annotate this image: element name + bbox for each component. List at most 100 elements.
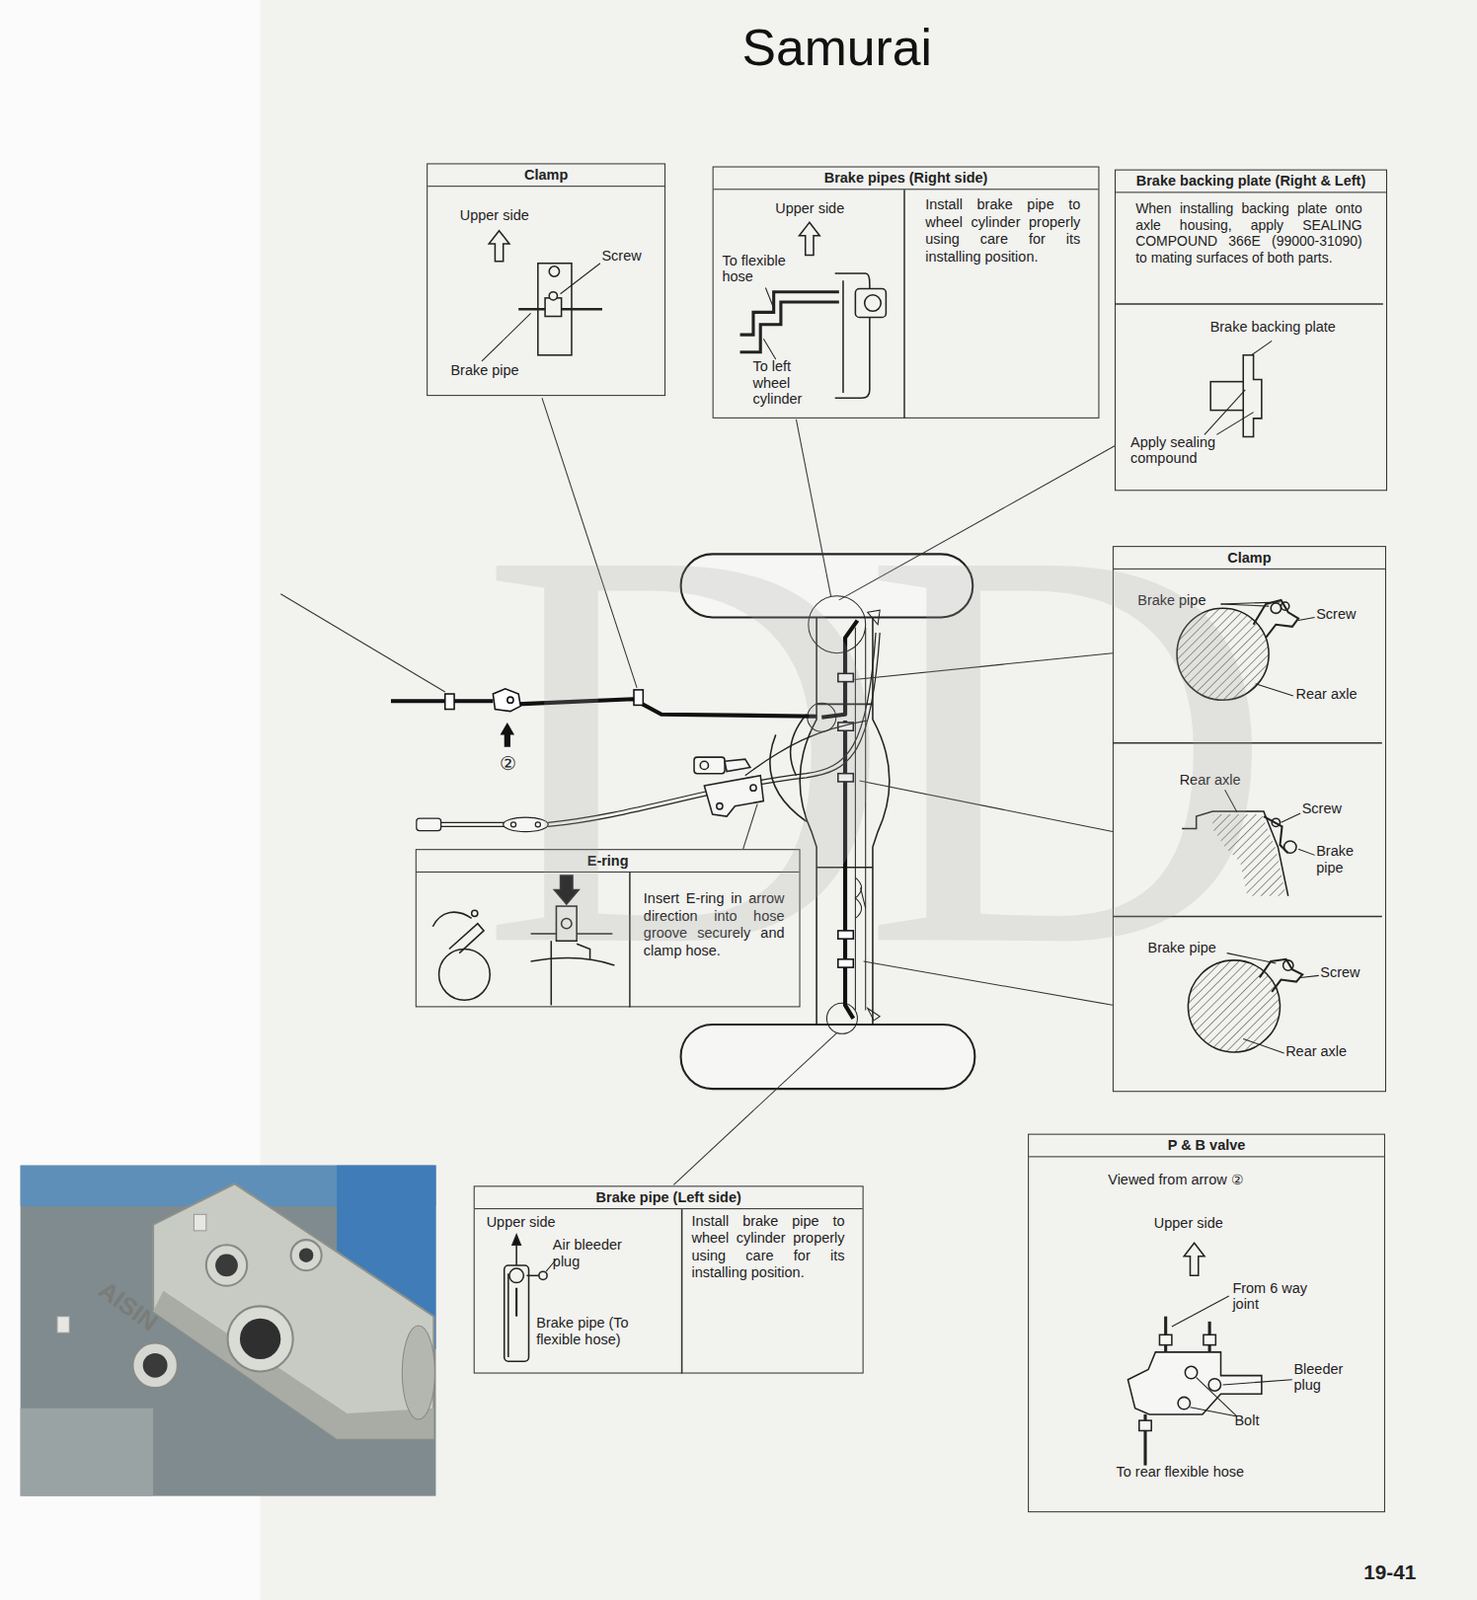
wheel-cylinder-sketch (740, 292, 840, 335)
box-dividers (681, 1209, 684, 1374)
box-heading: Brake pipe (Left side) (474, 1186, 863, 1210)
axle-clamp-sketch (1280, 813, 1301, 823)
axle-clamp-sketch (1280, 602, 1289, 611)
pb-valve-sketch (1171, 1296, 1230, 1327)
part-label: Bolt (1234, 1411, 1279, 1429)
pb-valve-sketch (1223, 1380, 1293, 1386)
note-box: Brake backing plate (Right & Left) When i… (1114, 169, 1388, 492)
axle-clamp-sketch (1243, 1038, 1284, 1053)
axle-clamp-sketch (1255, 684, 1294, 697)
box-dividers (903, 189, 906, 419)
pb-valve-sketch (1203, 1334, 1216, 1345)
e-ring-sketch (449, 924, 484, 954)
part-label: Rear axle (1295, 685, 1372, 702)
note-box: Brake pipes (Right side)Upper sideTo fle… (712, 166, 1100, 419)
clamp-sketch (488, 231, 510, 262)
part-label: To left wheel cylinder (752, 357, 820, 407)
part-label: Screw (1316, 605, 1370, 622)
part-label: Air bleeder plug (552, 1237, 637, 1270)
photo-marking: AISIN (93, 1275, 164, 1337)
axle-clamp-sketch (1283, 960, 1294, 971)
valve-box: P & B valveViewed from arrow ②Upper side… (1027, 1134, 1386, 1514)
part-label: Brake pipe (To flexible hose) (536, 1314, 667, 1347)
axle-clamp-sketch (1284, 841, 1297, 854)
part-label: Upper side (486, 1213, 569, 1231)
box-heading: Clamp (427, 163, 665, 187)
axle-drawing (681, 1024, 976, 1089)
part-label: Brake pipe (1316, 842, 1370, 875)
brake-pipe (390, 699, 493, 703)
part-photo (143, 1353, 168, 1379)
axle-clamp-sketch (1298, 617, 1316, 621)
leader-lines (673, 1032, 837, 1185)
axle-clamp-sketch (1270, 603, 1281, 614)
axle-clamp-sketch (1298, 849, 1316, 856)
part-photo (20, 1166, 437, 1497)
wheel-cylinder-sketch (799, 222, 821, 255)
part-photo (299, 1247, 313, 1262)
axle-clamp-sketch (1271, 818, 1280, 827)
note-text: Install brake pipe to wheel cylinder pro… (691, 1212, 845, 1282)
part-label: Brake pipe (450, 362, 543, 380)
parking-cable (416, 818, 442, 831)
left-cylinder-sketch (515, 1288, 518, 1318)
pb-valve-sketch (1183, 1243, 1205, 1276)
wheel-cylinder-sketch (842, 280, 845, 393)
part-photo (20, 1408, 154, 1497)
e-ring-sketch (471, 910, 478, 917)
backing-plate-sketch (1216, 412, 1253, 436)
part-photo (153, 1183, 434, 1439)
clamp-sketch (548, 292, 557, 301)
pb-valve-sketch (1208, 1379, 1221, 1392)
part-photo (228, 1306, 294, 1372)
clamp-sketch (560, 263, 601, 295)
clamp-sketch (481, 312, 532, 362)
part-photo (20, 1166, 437, 1497)
left-cylinder-sketch (509, 1268, 524, 1283)
left-cylinder-sketch (507, 1273, 510, 1358)
clamp-sketch (481, 231, 603, 362)
leader-lines (280, 594, 445, 693)
part-label: Upper side (1154, 1214, 1246, 1232)
wheel-cylinder-sketch (765, 288, 774, 310)
backing-plate-sketch (1243, 355, 1262, 438)
pb-valve-sketch (1139, 1420, 1152, 1431)
wheel-cylinder-sketch (864, 295, 882, 312)
part-label: Screw (1302, 799, 1356, 817)
part-photo (291, 1240, 322, 1271)
part-label: Brake backing plate (1210, 317, 1364, 335)
part-label: Screw (601, 246, 655, 264)
box-heading: Brake backing plate (Right & Left) (1115, 170, 1387, 194)
part-photo (193, 1214, 206, 1232)
note-text: When installing backing plate onto axle … (1135, 200, 1363, 266)
part-label: Viewed from arrow ② (1107, 1170, 1292, 1188)
axle-clamp-sketch (1300, 975, 1320, 978)
left-cylinder-sketch (515, 1244, 518, 1266)
wheel-cylinder-sketch (855, 289, 886, 318)
box-heading: Brake pipes (Right side) (713, 167, 1099, 191)
page-number: 19-41 (1363, 1561, 1416, 1586)
part-label: Bleeder plug (1293, 1360, 1363, 1394)
part-label: Upper side (460, 206, 552, 224)
part-photo (401, 1325, 435, 1420)
part-photo (57, 1317, 70, 1334)
wheel-cylinder-sketch (740, 302, 840, 353)
part-label: From 6 way joint (1232, 1279, 1319, 1313)
pipe-clamps (445, 694, 455, 710)
part-label: Rear axle (1285, 1042, 1362, 1060)
pb-valve-sketch (1196, 1378, 1238, 1417)
backing-plate-sketch (1210, 382, 1247, 411)
axle-clamp-sketch (1259, 959, 1303, 993)
note-text: Install brake pipe to wheel cylinder pro… (925, 195, 1081, 265)
e-ring-sketch (432, 912, 471, 928)
backing-plate-sketch (1204, 340, 1272, 437)
part-photo (132, 1343, 177, 1389)
note-box: Brake pipe (Left side) Upper sideAir blee… (473, 1185, 864, 1374)
left-cylinder-sketch (526, 1275, 539, 1278)
part-photo (239, 1319, 281, 1360)
left-cylinder-sketch (539, 1271, 547, 1280)
